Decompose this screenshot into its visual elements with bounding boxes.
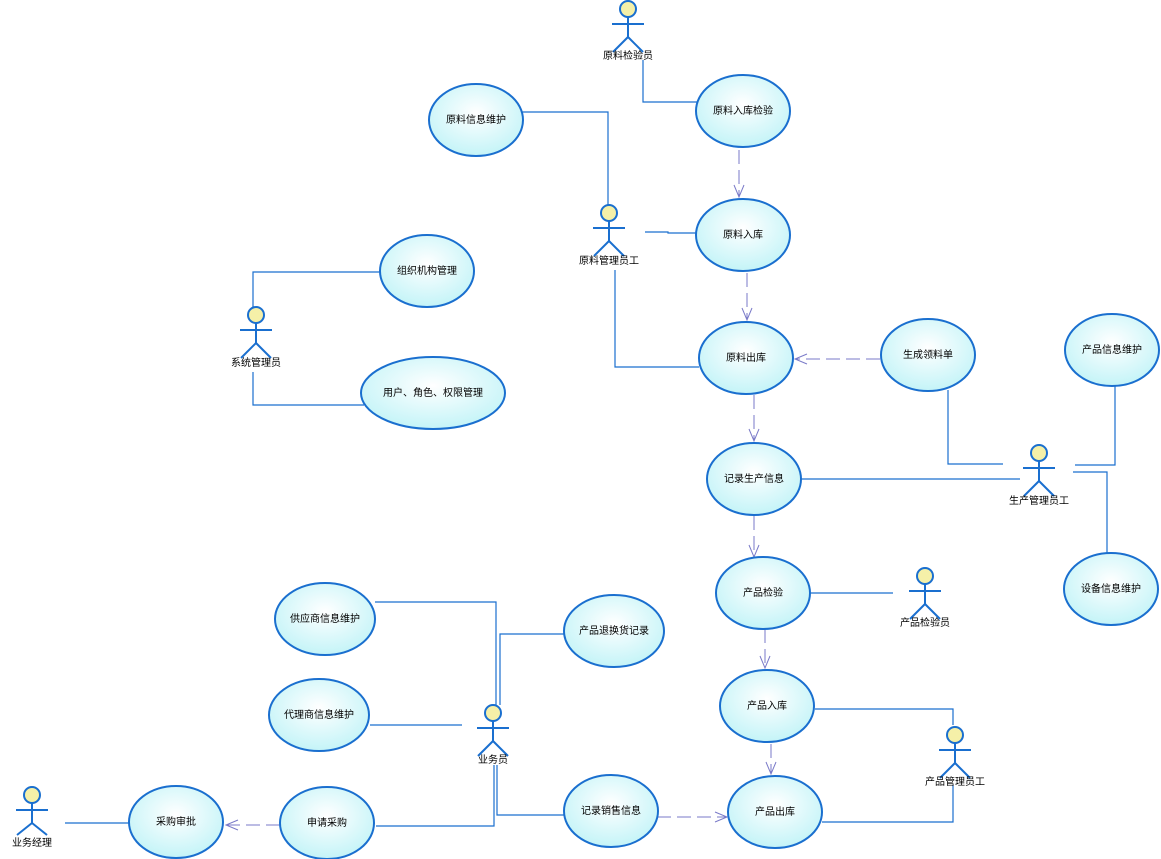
assoc-productmgr-prodout — [822, 785, 954, 823]
use-case-label: 生成领料单 — [903, 348, 953, 361]
actor-sales-manager[interactable]: 业务经理 — [12, 786, 52, 849]
actor-label: 业务员 — [478, 753, 508, 766]
use-case-supplier[interactable]: 供应商信息维护 — [274, 582, 376, 656]
assoc-sysadmin-user — [252, 372, 364, 406]
use-case-approve[interactable]: 采购审批 — [128, 785, 224, 859]
actor-label: 生产管理员工 — [1009, 494, 1069, 507]
use-case-label: 原料出库 — [726, 351, 766, 364]
actor-raw-inspector[interactable]: 原料检验员 — [603, 0, 653, 62]
assoc-sysadmin-org — [252, 271, 381, 308]
use-case-return-rec[interactable]: 产品退换货记录 — [563, 594, 665, 668]
assoc-raw-manager-in — [645, 231, 697, 234]
actor-raw-manager[interactable]: 原料管理员工 — [579, 204, 639, 267]
use-case-raw-inspect[interactable]: 原料入库检验 — [695, 74, 791, 148]
use-case-prod-in[interactable]: 产品入库 — [719, 669, 815, 743]
actor-label: 原料检验员 — [603, 49, 653, 62]
use-case-raw-info[interactable]: 原料信息维护 — [428, 83, 524, 157]
assoc-raw-inspector-inspect — [642, 60, 697, 103]
actor-icon — [247, 306, 265, 324]
use-case-apply[interactable]: 申请采购 — [279, 786, 375, 859]
actor-label: 产品管理员工 — [925, 775, 985, 788]
use-case-label: 记录销售信息 — [581, 804, 641, 817]
actor-prod-inspector[interactable]: 产品检验员 — [900, 567, 950, 629]
use-case-org[interactable]: 组织机构管理 — [379, 234, 475, 308]
actor-label: 产品检验员 — [900, 616, 950, 629]
use-case-label: 用户、角色、权限管理 — [383, 386, 483, 399]
actor-icon — [600, 204, 618, 222]
use-case-label: 申请采购 — [307, 816, 347, 829]
use-case-label: 原料入库检验 — [713, 104, 773, 117]
actor-label: 业务经理 — [12, 836, 52, 849]
use-case-label: 采购审批 — [156, 815, 196, 828]
assoc-prodinfo-prodmgr — [1075, 385, 1116, 466]
use-case-label: 组织机构管理 — [397, 264, 457, 277]
assoc-prodin-productmgr — [815, 708, 954, 725]
use-case-raw-in[interactable]: 原料入库 — [695, 198, 791, 272]
use-case-label: 供应商信息维护 — [290, 612, 360, 625]
actor-icon — [23, 786, 41, 804]
actors: 原料检验员 原料管理员工 系统管理员 生产管理员工 — [12, 0, 1069, 849]
assoc-raw-info-manager — [522, 111, 609, 205]
use-case-gen-pick[interactable]: 生成领料单 — [880, 318, 976, 392]
use-case-prod-info[interactable]: 产品信息维护 — [1064, 313, 1160, 387]
use-case-equip-info[interactable]: 设备信息维护 — [1063, 552, 1159, 626]
use-case-label: 原料入库 — [723, 228, 763, 241]
use-case-label: 产品信息维护 — [1082, 343, 1142, 356]
actor-icon — [484, 704, 502, 722]
use-cases: 原料入库检验 原料信息维护 原料入库 组织机构管理 用户、角色、权限管理 原料出… — [128, 74, 1160, 859]
use-case-sales-rec[interactable]: 记录销售信息 — [563, 774, 659, 848]
use-case-prod-out[interactable]: 产品出库 — [727, 775, 823, 849]
actor-icon — [1030, 444, 1048, 462]
dependencies — [224, 150, 880, 831]
assoc-raw-manager-out — [614, 270, 699, 368]
use-case-label: 产品入库 — [747, 699, 787, 712]
use-case-label: 产品退换货记录 — [579, 624, 649, 637]
use-case-label: 原料信息维护 — [446, 113, 506, 126]
use-case-user-role[interactable]: 用户、角色、权限管理 — [360, 356, 506, 430]
actor-salesman[interactable]: 业务员 — [477, 704, 509, 766]
use-case-raw-out[interactable]: 原料出库 — [698, 321, 794, 395]
actor-icon — [916, 567, 934, 585]
use-case-label: 产品出库 — [755, 805, 795, 818]
actor-label: 系统管理员 — [231, 356, 281, 369]
assoc-salesman-apply — [376, 765, 495, 827]
use-case-prod-inspect[interactable]: 产品检验 — [715, 556, 811, 630]
use-case-record-prod[interactable]: 记录生产信息 — [706, 442, 802, 516]
actor-prod-manager[interactable]: 生产管理员工 — [1009, 444, 1069, 507]
assoc-supplier-salesman — [375, 601, 497, 705]
assoc-equip-prodmgr — [1073, 471, 1108, 554]
actor-icon — [619, 0, 637, 18]
actor-label: 原料管理员工 — [579, 254, 639, 267]
use-case-label: 产品检验 — [743, 586, 783, 599]
assoc-return-salesman — [499, 633, 565, 705]
use-case-agent[interactable]: 代理商信息维护 — [268, 678, 370, 752]
actor-icon — [946, 726, 964, 744]
assoc-pick-prodmgr — [947, 390, 1003, 465]
use-case-label: 记录生产信息 — [724, 472, 784, 485]
associations — [65, 60, 1116, 827]
use-case-label: 代理商信息维护 — [284, 708, 354, 721]
assoc-salesman-sales — [496, 765, 567, 816]
actor-product-manager[interactable]: 产品管理员工 — [925, 726, 985, 788]
use-case-label: 设备信息维护 — [1081, 582, 1141, 595]
actor-sys-admin[interactable]: 系统管理员 — [231, 306, 281, 369]
